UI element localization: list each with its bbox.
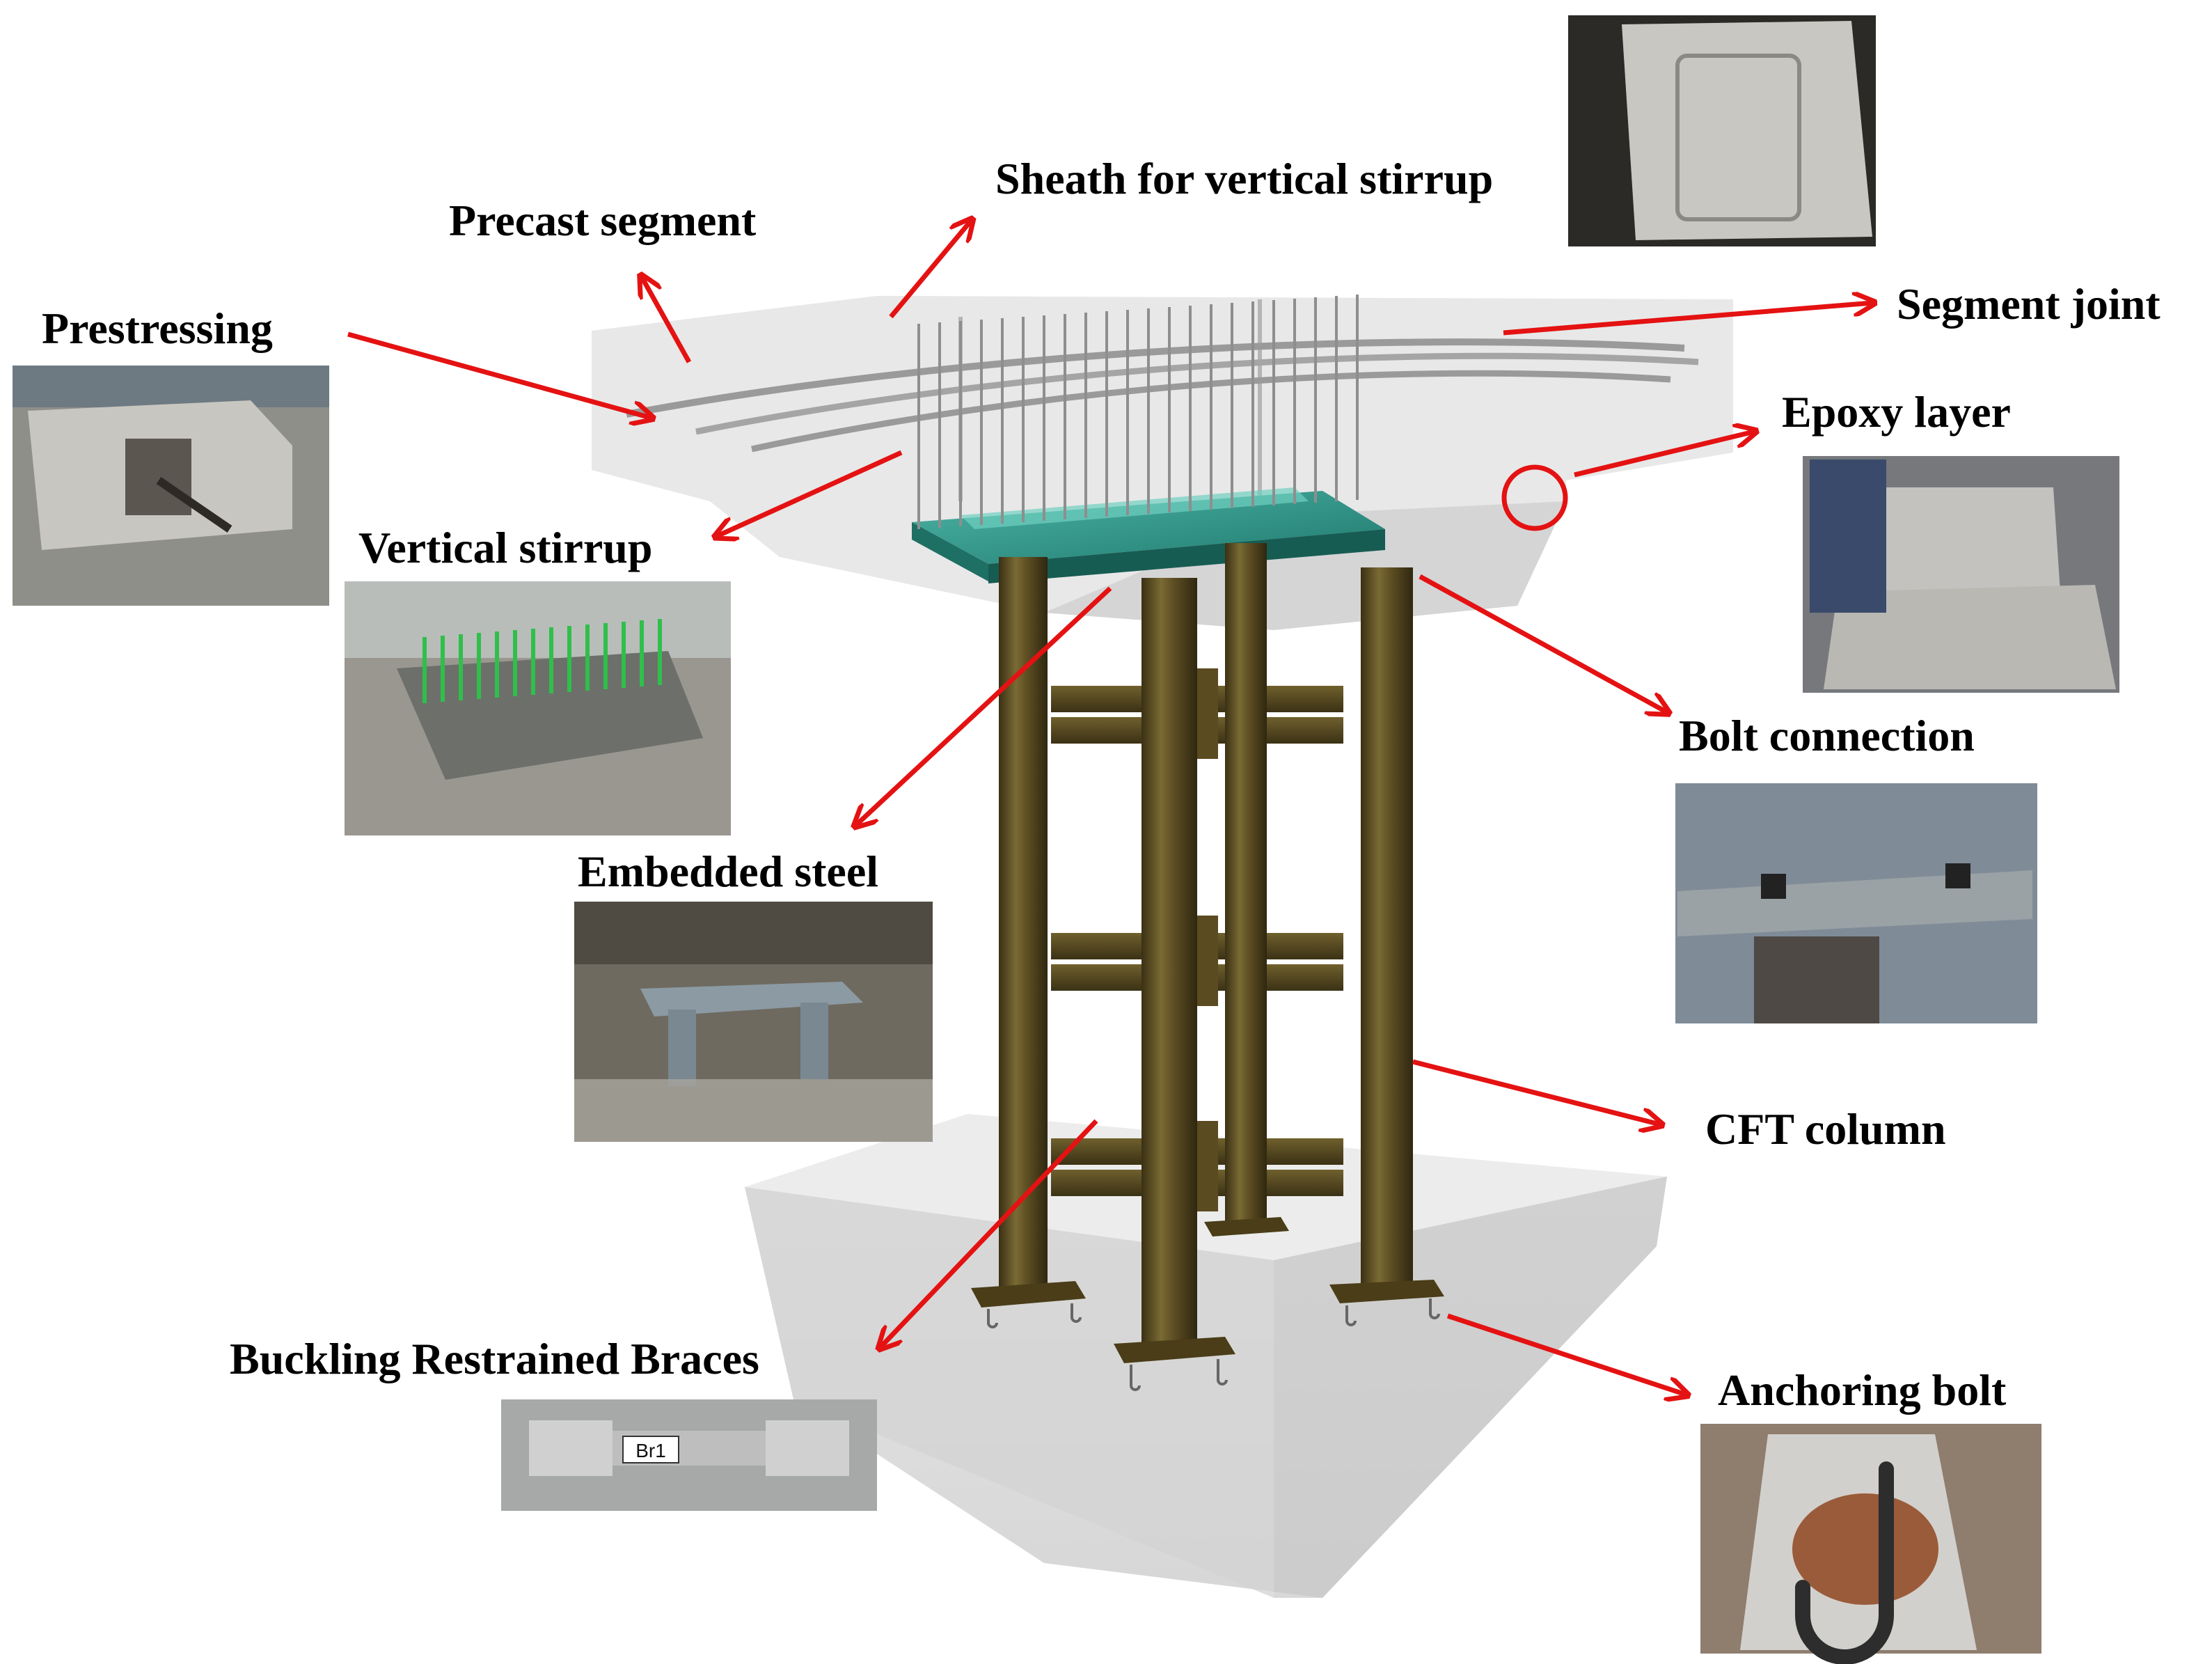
- base-plates: [971, 1217, 1444, 1391]
- label-prestressing: Prestressing: [42, 304, 273, 353]
- cft-columns: [999, 543, 1413, 1351]
- photo-brb: Br1: [501, 1399, 877, 1511]
- arrow-brb: [880, 1119, 1098, 1347]
- photo-sheath: [1568, 15, 1876, 246]
- arrow-embedded-steel: [856, 586, 1112, 825]
- photo-epoxy: [1803, 456, 2119, 693]
- arrow-precast-segment: [642, 277, 692, 363]
- vertical-stirrups: [917, 295, 1359, 529]
- photo-anchoring-bolt: [1700, 1424, 2041, 1664]
- arrow-cft-column: [1412, 1059, 1660, 1124]
- arrow-vertical-stirrup: [717, 450, 903, 536]
- arrow-bolt-connection: [1419, 574, 1667, 712]
- arrow-segment-joint: [1503, 303, 1872, 336]
- photo-embedded-steel: [574, 902, 933, 1142]
- arrow-epoxy: [1574, 432, 1754, 478]
- label-anchoring-bolt: Anchoring bolt: [1718, 1365, 2007, 1415]
- brb-tag: Br1: [635, 1440, 666, 1461]
- label-vertical-stirrup: Vertical stirrup: [358, 523, 653, 572]
- label-bolt-connection: Bolt connection: [1679, 711, 1975, 760]
- arrow-prestressing: [347, 331, 651, 418]
- label-sheath: Sheath for vertical stirrup: [995, 154, 1494, 203]
- photo-prestressing: [13, 366, 329, 606]
- photo-bolt-connection: [1675, 783, 2037, 1023]
- label-embedded-steel: Embedded steel: [578, 847, 878, 896]
- label-epoxy-layer: Epoxy layer: [1782, 387, 2011, 437]
- embedded-steel-plate: [912, 487, 1385, 583]
- epoxy-highlight-circle: [1501, 464, 1568, 531]
- label-cft-column: CFT column: [1705, 1104, 1946, 1154]
- label-precast-segment: Precast segment: [449, 196, 757, 245]
- callout-arrows: [347, 221, 1872, 1395]
- pier-cap: [592, 296, 1733, 630]
- arrow-sheath: [889, 221, 971, 319]
- arrow-anchoring-bolt: [1446, 1313, 1686, 1395]
- label-segment-joint: Segment joint: [1897, 279, 2160, 329]
- photo-vertical-stirrup: [345, 581, 731, 835]
- label-brb: Buckling Restrained Braces: [230, 1334, 759, 1383]
